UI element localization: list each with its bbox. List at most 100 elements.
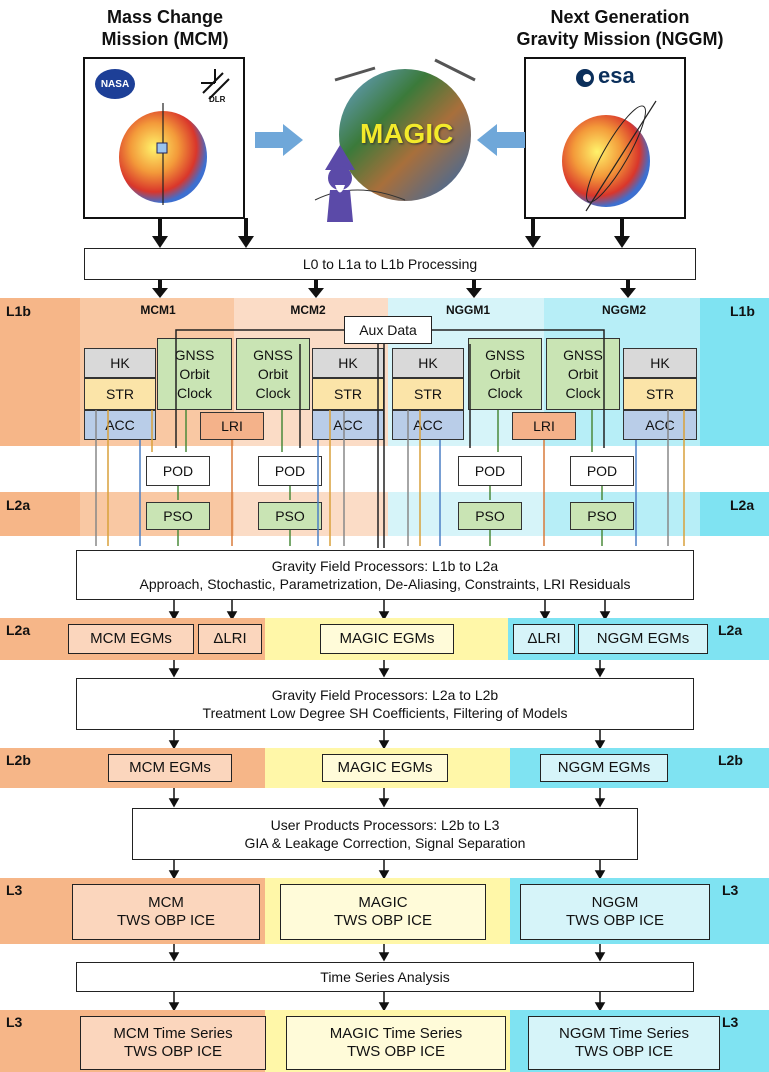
gf-l2a-l2b-line2: Treatment Low Degree SH Coefficients, Fi…: [202, 705, 568, 721]
dlr-logo: DLR: [209, 95, 226, 104]
user-products-line2: GIA & Leakage Correction, Signal Separat…: [244, 835, 526, 851]
mcm2-gnss-line3: Clock: [255, 384, 291, 401]
l3-nggm-line1: NGGM: [591, 894, 639, 911]
nggm-lri: LRI: [512, 412, 576, 440]
mcm2-hk-label: HK: [338, 355, 358, 371]
level-l2a-products-right: L2a: [718, 622, 743, 638]
mcm1-gnss: GNSS Orbit Clock: [157, 338, 232, 410]
aux-data-label: Aux Data: [359, 322, 417, 338]
mcm-lri: LRI: [200, 412, 264, 440]
nggm-title: Next Generation Gravity Mission (NGGM): [500, 6, 740, 50]
l3-nggm-ts-line2: TWS OBP ICE: [574, 1043, 674, 1060]
gf-processor-l2a-l2b: Gravity Field Processors: L2a to L2b Tre…: [76, 678, 694, 730]
level-l1b-right: L1b: [730, 303, 755, 319]
nggm1-pso: PSO: [458, 502, 522, 530]
nggm2-str-label: STR: [646, 386, 674, 402]
level-l2b-left: L2b: [6, 752, 31, 768]
mcm-title-line1: Mass Change: [106, 7, 224, 27]
nggm1-gnss-line1: GNSS: [485, 346, 525, 363]
nggm2-hk-label: HK: [650, 355, 670, 371]
l3-magic-line2: TWS OBP ICE: [333, 912, 433, 929]
nggm2-hk: HK: [623, 348, 697, 378]
level-l3-ts-right: L3: [722, 1014, 739, 1030]
l2b-nggm-egms: NGGM EGMs: [540, 754, 668, 782]
esa-logo-icon: [576, 69, 594, 87]
mcm1-hk-label: HK: [110, 355, 130, 371]
nggm1-pod-label: POD: [474, 463, 506, 479]
mcm2-pso-label: PSO: [275, 508, 305, 524]
l2a-magic-egms: MAGIC EGMs: [320, 624, 454, 654]
level-l2b-right: L2b: [718, 752, 743, 768]
level-l2a-products-left: L2a: [6, 622, 31, 638]
nggm1-str: STR: [392, 378, 464, 410]
l3-magic-product: MAGIC TWS OBP ICE: [280, 884, 486, 940]
user-products-processor: User Products Processors: L2b to L3 GIA …: [132, 808, 638, 860]
l0-processing-label: L0 to L1a to L1b Processing: [302, 256, 478, 272]
mcm-earth-globe-icon: [119, 103, 207, 205]
gf-l1b-l2a-output-arrows: [168, 600, 611, 620]
mcm-lri-label: LRI: [221, 418, 243, 434]
l2b-mcm-egms: MCM EGMs: [108, 754, 232, 782]
nggm1-str-label: STR: [414, 386, 442, 402]
mcm2-gnss: GNSS Orbit Clock: [236, 338, 310, 410]
level-l3-ts-left: L3: [6, 1014, 23, 1030]
l3-mcm-time-series: MCM Time Series TWS OBP ICE: [80, 1016, 266, 1070]
esa-logo: esa: [598, 63, 635, 88]
nggm1-gnss-line2: Orbit: [489, 365, 521, 382]
nggm2-pso: PSO: [570, 502, 634, 530]
level-l3-left: L3: [6, 882, 23, 898]
aux-data-box: Aux Data: [344, 316, 432, 344]
mcm2-str: STR: [312, 378, 384, 410]
gf-l2a-l2b-line1: Gravity Field Processors: L2a to L2b: [271, 687, 499, 703]
l2a-mcm-dlri: ΔLRI: [198, 624, 262, 654]
l2b-nggm-egms-label: NGGM EGMs: [557, 759, 651, 776]
l3-nggm-product: NGGM TWS OBP ICE: [520, 884, 710, 940]
user-products-line1: User Products Processors: L2b to L3: [270, 817, 500, 833]
nggm2-pod: POD: [570, 456, 634, 486]
l0-output-arrows: [152, 280, 636, 298]
mission-label-nggm2: NGGM2: [601, 303, 646, 317]
dlr-logo-icon: [201, 69, 230, 100]
mcm1-gnss-line2: Orbit: [179, 365, 210, 382]
mcm1-pso-label: PSO: [163, 508, 193, 524]
tsa-output-arrows: [168, 992, 606, 1012]
mcm2-pso: PSO: [258, 502, 322, 530]
l2a-nggm-dlri: ΔLRI: [513, 624, 575, 654]
blue-arrow-left-icon: [477, 124, 525, 156]
gf-processor-l1b-l2a: Gravity Field Processors: L1b to L2a App…: [76, 550, 694, 600]
l3-mcm-line1: MCM: [148, 894, 184, 911]
nggm-title-line1: Next Generation: [550, 7, 690, 27]
mcm1-hk: HK: [84, 348, 156, 378]
mcm-title-line2: Mission (MCM): [101, 29, 229, 49]
l2b-magic-egms: MAGIC EGMs: [322, 754, 448, 782]
l2b-magic-egms-label: MAGIC EGMs: [337, 759, 433, 776]
l2b-output-arrows: [168, 788, 606, 808]
nggm1-pso-label: PSO: [475, 508, 505, 524]
mcm1-acc-label: ACC: [105, 417, 135, 433]
l2a-nggm-egms: NGGM EGMs: [578, 624, 708, 654]
mcm1-str: STR: [84, 378, 156, 410]
l2a-mcm-dlri-label: ΔLRI: [213, 630, 247, 647]
l3-mcm-product: MCM TWS OBP ICE: [72, 884, 260, 940]
l2a-output-arrows: [168, 660, 606, 678]
l3-mcm-ts-line2: TWS OBP ICE: [123, 1043, 223, 1060]
mcm1-pso: PSO: [146, 502, 210, 530]
nggm2-gnss-line1: GNSS: [563, 346, 603, 363]
mcm-image-panel: NASA DLR: [83, 57, 245, 219]
nggm-earth-globe-icon: [562, 100, 657, 212]
mcm2-gnss-line1: GNSS: [253, 346, 293, 363]
mission-label-mcm2: MCM2: [290, 303, 326, 317]
time-series-analysis-box: Time Series Analysis: [76, 962, 694, 992]
sensor-connector-lines: [95, 329, 685, 548]
gf-l2a-l2b-output-arrows: [168, 730, 606, 750]
l3-nggm-time-series: NGGM Time Series TWS OBP ICE: [528, 1016, 720, 1070]
l3-magic-ts-line1: MAGIC Time Series: [329, 1025, 463, 1042]
l3-mcm-line2: TWS OBP ICE: [116, 912, 216, 929]
mcm2-hk: HK: [312, 348, 384, 378]
mcm2-acc-label: ACC: [333, 417, 363, 433]
level-l1b-left: L1b: [6, 303, 31, 319]
l2a-mcm-egms-label: MCM EGMs: [90, 630, 172, 647]
blue-arrow-right-icon: [255, 124, 303, 156]
nggm-lri-label: LRI: [533, 418, 555, 434]
level-l3-right: L3: [722, 882, 739, 898]
